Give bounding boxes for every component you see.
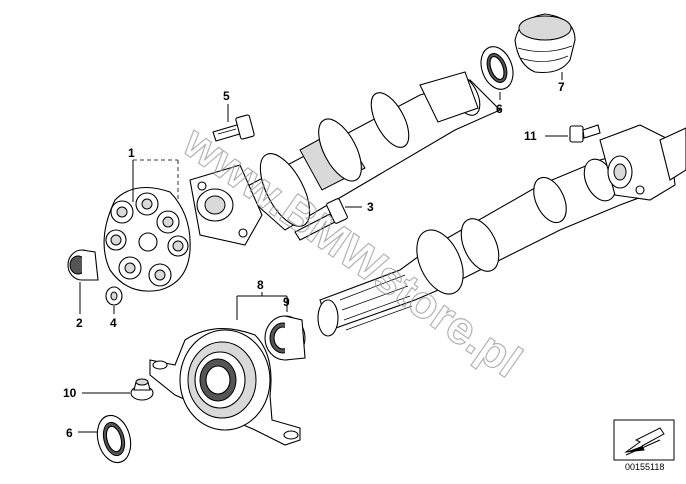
arrow-icon bbox=[624, 427, 665, 453]
center-support bbox=[149, 328, 301, 446]
label-5: 5 bbox=[223, 89, 230, 103]
flex-disc bbox=[103, 186, 191, 292]
bolt-lower bbox=[294, 198, 348, 241]
bolt-11 bbox=[569, 124, 601, 143]
reference-number: 00155118 bbox=[625, 462, 664, 472]
upper-drive-shaft bbox=[239, 71, 501, 231]
label-8: 8 bbox=[257, 278, 264, 292]
label-9: 9 bbox=[283, 295, 290, 309]
label-3: 3 bbox=[367, 200, 374, 214]
reference-box: 00155118 bbox=[613, 419, 675, 472]
label-2: 2 bbox=[76, 316, 83, 330]
shaft-flange bbox=[189, 164, 263, 246]
label-4: 4 bbox=[110, 316, 117, 330]
leader-lines bbox=[78, 72, 568, 433]
support-bearing bbox=[264, 315, 306, 361]
bearing-ring-upper bbox=[480, 46, 514, 90]
part-labels: 1 2 3 4 5 6 6 7 8 9 10 11 bbox=[63, 80, 565, 440]
label-6-upper: 6 bbox=[496, 102, 503, 116]
label-11: 11 bbox=[524, 129, 537, 143]
centering-bearing bbox=[67, 249, 99, 281]
bearing-ring-lower bbox=[96, 414, 132, 464]
label-1: 1 bbox=[128, 146, 135, 160]
rubber-boot bbox=[514, 13, 576, 74]
label-6-lower: 6 bbox=[66, 426, 73, 440]
bolt-upper bbox=[212, 114, 255, 142]
label-10: 10 bbox=[63, 386, 77, 400]
cap bbox=[130, 378, 154, 401]
lower-drive-shaft bbox=[317, 124, 686, 337]
nut bbox=[105, 286, 123, 306]
label-7: 7 bbox=[558, 80, 565, 94]
